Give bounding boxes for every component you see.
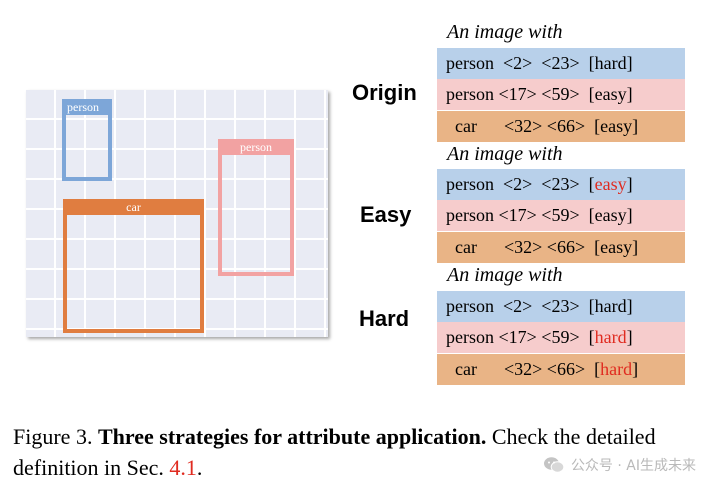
figure-caption: Figure 3. Three strategies for attribute… xyxy=(13,424,656,480)
strategy-label-easy: Easy xyxy=(360,202,412,227)
section-ref-link[interactable]: 4.1 xyxy=(169,455,197,480)
table-row: car <32> <66> [hard] xyxy=(437,354,685,385)
wechat-icon xyxy=(543,457,565,473)
strategy-header: An image with xyxy=(447,21,563,43)
bbox-car: car xyxy=(63,199,204,333)
strategy-label-origin: Origin xyxy=(352,80,417,105)
table-row: car <32> <66> [easy] xyxy=(437,111,685,142)
table-row: car <32> <66> [easy] xyxy=(437,232,685,263)
strategy-header: An image with xyxy=(447,143,563,165)
strategy-header: An image with xyxy=(447,264,563,286)
watermark-text: 公众号 · AI生成未来 xyxy=(570,458,696,474)
table-row: person <17> <59> [easy] xyxy=(437,200,685,231)
strategy-label-hard: Hard xyxy=(359,306,410,331)
table-row: person <2> <23> [hard] xyxy=(437,48,685,79)
bbox-label: person xyxy=(62,99,112,115)
bbox-person-pink: person xyxy=(218,139,294,276)
bbox-person-blue: person xyxy=(62,99,112,181)
table-row: person <2> <23> [hard] xyxy=(437,291,685,322)
bbox-label: person xyxy=(218,139,294,155)
bbox-label: car xyxy=(63,199,204,215)
watermark: 公众号 · AI生成未来 xyxy=(543,455,696,475)
table-row: person <17> <59> [hard] xyxy=(437,322,685,353)
table-row: person <2> <23> [easy] xyxy=(437,169,685,200)
table-row: person <17> <59> [easy] xyxy=(437,79,685,110)
